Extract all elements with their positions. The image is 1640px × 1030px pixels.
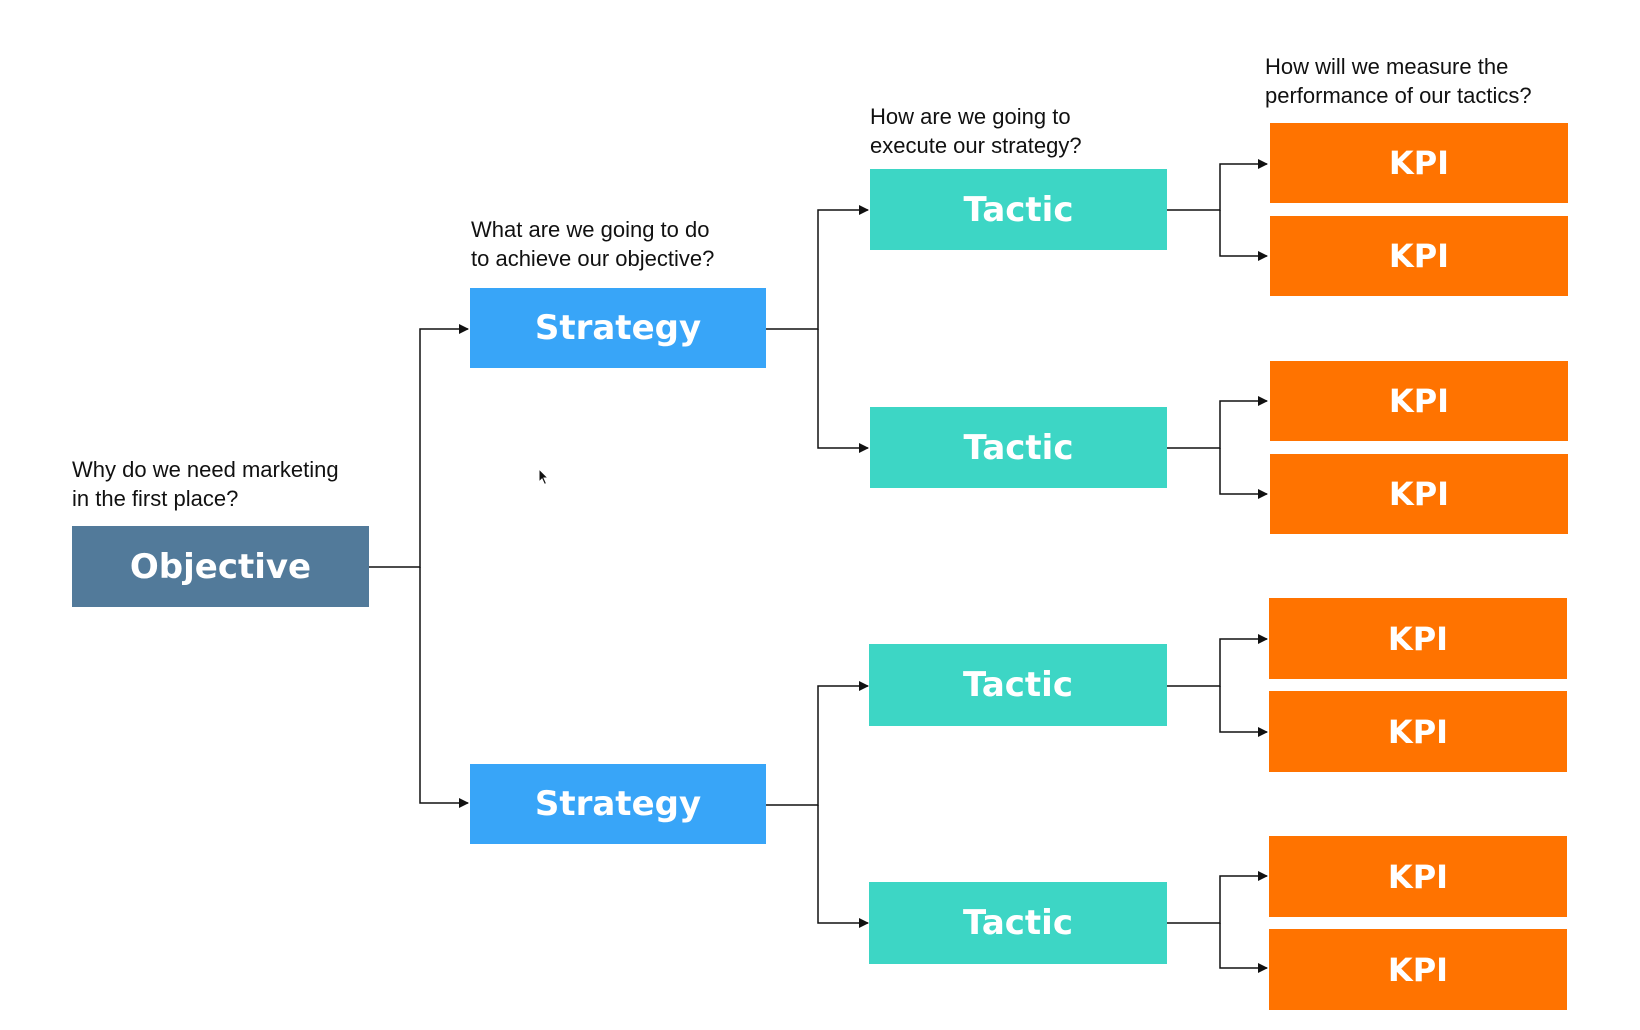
kpi-box-7: KPI (1269, 836, 1567, 917)
connector-strategy2-tactic-3 (766, 681, 869, 806)
kpi-label-7: KPI (1387, 857, 1449, 896)
connector-tactic4-kpi-7 (1167, 871, 1268, 924)
objective-box: Objective (72, 526, 369, 607)
kpi-box-8: KPI (1269, 929, 1567, 1010)
connector-strategy2-tactic-4 (817, 805, 869, 928)
kpi-label-4: KPI (1388, 475, 1450, 513)
kpi-label-2: KPI (1388, 237, 1450, 275)
tactic-question-line-2: execute our strategy? (870, 133, 1082, 158)
strategy-box-1: Strategy (470, 288, 766, 368)
objective-label: Objective (129, 546, 312, 587)
kpi-question: How will we measure the performance of o… (1265, 52, 1532, 110)
kpi-box-1: KPI (1270, 123, 1568, 203)
connector-tactic1-kpi-2 (1219, 210, 1268, 261)
tactic-box-2: Tactic (870, 407, 1167, 488)
connector-objective-strategy-2 (419, 567, 469, 808)
connector-strategy1-tactic-2 (817, 329, 869, 453)
strategy-question-line-2: to achieve our objective? (471, 246, 715, 271)
connector-tactic2-kpi-4 (1219, 448, 1268, 499)
kpi-box-3: KPI (1270, 361, 1568, 441)
kpi-question-line-1: How will we measure the (1265, 54, 1509, 79)
kpi-box-5: KPI (1269, 598, 1567, 679)
tactic-question: How are we going to execute our strategy… (870, 102, 1082, 160)
kpi-label-6: KPI (1387, 712, 1449, 751)
kpi-box-6: KPI (1269, 691, 1567, 772)
kpi-label-1: KPI (1388, 144, 1450, 182)
kpi-label-8: KPI (1387, 950, 1449, 989)
tactic-label-4: Tactic (963, 903, 1073, 943)
kpi-label-5: KPI (1387, 619, 1449, 658)
kpi-box-2: KPI (1270, 216, 1568, 296)
connector-tactic3-kpi-5 (1167, 634, 1268, 687)
tactic-box-3: Tactic (869, 644, 1167, 726)
strategy-box-2: Strategy (470, 764, 766, 844)
tactic-question-line-1: How are we going to (870, 104, 1071, 129)
connector-tactic4-kpi-8 (1219, 923, 1268, 973)
strategy-question-line-1: What are we going to do (471, 217, 710, 242)
connector-tactic2-kpi-3 (1167, 396, 1268, 449)
strategy-label-2: Strategy (534, 784, 702, 824)
strategy-label-1: Strategy (534, 308, 702, 348)
connector-tactic3-kpi-6 (1219, 686, 1268, 737)
kpi-label-3: KPI (1388, 382, 1450, 420)
objective-question: Why do we need marketing in the first pl… (72, 455, 339, 513)
mouse-pointer-icon (538, 468, 550, 486)
tactic-box-1: Tactic (870, 169, 1167, 250)
connector-tactic1-kpi-1 (1167, 159, 1268, 211)
tactic-label-3: Tactic (963, 665, 1073, 705)
connector-objective-strategy-1 (369, 324, 469, 568)
kpi-question-line-2: performance of our tactics? (1265, 83, 1532, 108)
objective-question-line-2: in the first place? (72, 486, 239, 511)
kpi-box-4: KPI (1270, 454, 1568, 534)
strategy-question: What are we going to do to achieve our o… (471, 215, 714, 273)
tactic-box-4: Tactic (869, 882, 1167, 964)
objective-question-line-1: Why do we need marketing (72, 457, 339, 482)
tactic-label-1: Tactic (963, 189, 1074, 230)
tactic-label-2: Tactic (963, 427, 1074, 468)
connector-strategy1-tactic-1 (766, 205, 869, 330)
